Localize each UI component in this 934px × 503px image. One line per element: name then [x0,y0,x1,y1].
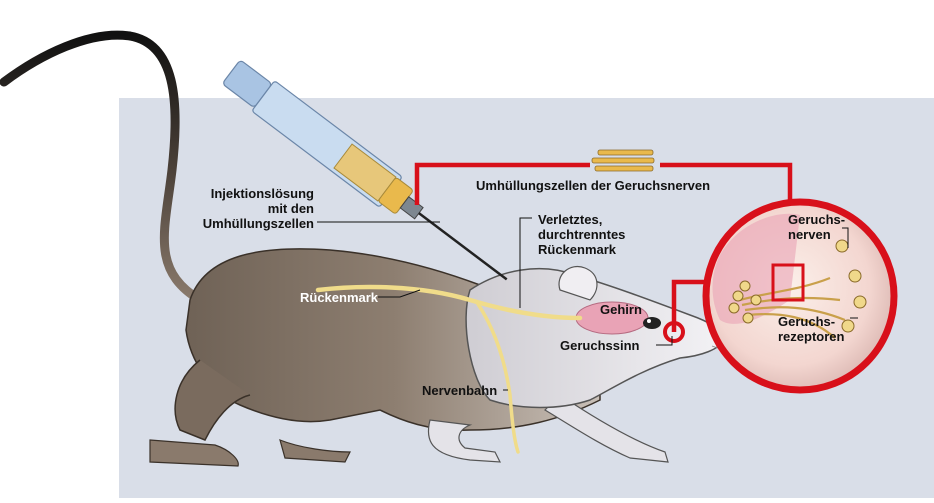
rat-eye [643,317,661,329]
label-olfactory-nerves-line1: Geruchs- [788,212,845,227]
label-injured-line2: durchtrenntes [538,227,625,242]
label-injured-line1: Verletztes, [538,212,625,227]
rat-tail [4,35,200,300]
label-olfactory-nerves-line2: nerven [788,227,845,242]
label-olfactory-receptors: Geruchs- rezeptoren [778,314,844,344]
ensheathing-cells-icon [592,150,654,171]
label-smell: Geruchssinn [560,338,639,353]
label-injection: Injektionslösung mit den Umhüllungszelle… [180,186,314,231]
label-injured-line3: Rückenmark [538,242,625,257]
label-spinal-cord: Rückenmark [300,290,378,305]
label-olfactory-receptors-line1: Geruchs- [778,314,844,329]
label-injection-line1: Injektionslösung [180,186,314,201]
label-ensheathing-cells: Umhüllungszellen der Geruchsnerven [476,178,710,193]
label-injection-line2: mit den [180,201,314,216]
rat-eye-shine [647,319,651,323]
label-injured-spinal-cord: Verletztes, durchtrenntes Rückenmark [538,212,625,257]
label-injection-line3: Umhüllungszellen [180,216,314,231]
label-olfactory-receptors-line2: rezeptoren [778,329,844,344]
label-olfactory-nerves: Geruchs- nerven [788,212,845,242]
label-nerve-path: Nervenbahn [422,383,497,398]
label-brain: Gehirn [600,302,642,317]
